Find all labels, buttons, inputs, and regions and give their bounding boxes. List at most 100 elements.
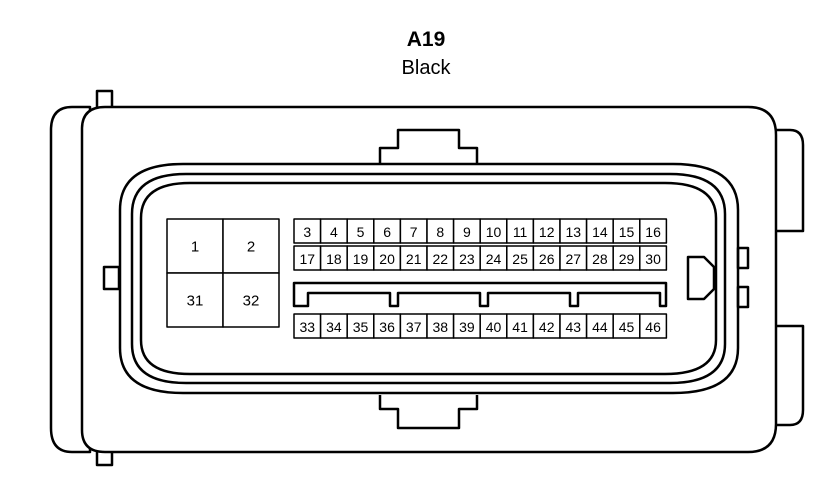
pin-number: 36 bbox=[379, 319, 395, 335]
right-nub-top bbox=[736, 246, 750, 270]
pin-18: 18 bbox=[319, 245, 348, 271]
pin-number: 20 bbox=[379, 251, 395, 267]
pin-cavity bbox=[166, 272, 224, 328]
pin-19: 19 bbox=[346, 245, 375, 271]
pin-13: 13 bbox=[559, 218, 588, 244]
pin-34: 34 bbox=[319, 313, 348, 339]
pin-number: 44 bbox=[592, 319, 608, 335]
pin-number: 38 bbox=[433, 319, 449, 335]
pin-number: 2 bbox=[247, 239, 255, 256]
pin-cavity bbox=[585, 245, 614, 271]
pin-number: 7 bbox=[410, 224, 418, 240]
pin-9: 9 bbox=[452, 218, 481, 244]
top-key bbox=[378, 128, 479, 163]
pin-cavity bbox=[559, 313, 588, 339]
pin-11: 11 bbox=[506, 218, 535, 244]
pin-39: 39 bbox=[452, 313, 481, 339]
pin-number: 33 bbox=[300, 319, 316, 335]
pin-26: 26 bbox=[532, 245, 561, 271]
pin-cavity bbox=[612, 245, 641, 271]
pin-number: 41 bbox=[512, 319, 528, 335]
pin-number: 25 bbox=[512, 251, 528, 267]
pin-cavity bbox=[426, 313, 455, 339]
pin-35: 35 bbox=[346, 313, 375, 339]
pin-number: 22 bbox=[433, 251, 449, 267]
pin-15: 15 bbox=[612, 218, 641, 244]
pin-cavity bbox=[559, 218, 588, 244]
pin-44: 44 bbox=[585, 313, 614, 339]
pin-cavity bbox=[293, 218, 322, 244]
pin-21: 21 bbox=[399, 245, 428, 271]
pin-number: 14 bbox=[592, 224, 608, 240]
pin-cavity bbox=[506, 245, 535, 271]
pin-number: 34 bbox=[326, 319, 342, 335]
pin-number: 37 bbox=[406, 319, 422, 335]
pin-cavity bbox=[559, 245, 588, 271]
pin-cavity bbox=[293, 245, 322, 271]
polarization-slot bbox=[686, 255, 716, 301]
pin-42: 42 bbox=[532, 313, 561, 339]
left-nub bbox=[102, 265, 121, 291]
pin-number: 28 bbox=[592, 251, 608, 267]
pin-number: 26 bbox=[539, 251, 555, 267]
pin-2: 2 bbox=[222, 218, 280, 274]
pin-number: 30 bbox=[645, 251, 661, 267]
pin-40: 40 bbox=[479, 313, 508, 339]
pin-45: 45 bbox=[612, 313, 641, 339]
pin-number: 5 bbox=[357, 224, 365, 240]
pin-cavity bbox=[373, 313, 402, 339]
pin-cavity bbox=[373, 245, 402, 271]
pin-number: 18 bbox=[326, 251, 342, 267]
pin-number: 10 bbox=[486, 224, 502, 240]
pin-5: 5 bbox=[346, 218, 375, 244]
pin-number: 3 bbox=[303, 224, 311, 240]
pin-38: 38 bbox=[426, 313, 455, 339]
pin-number: 43 bbox=[566, 319, 582, 335]
seal-inner bbox=[130, 172, 727, 385]
pin-20: 20 bbox=[373, 245, 402, 271]
pin-number: 29 bbox=[619, 251, 635, 267]
pin-32: 32 bbox=[222, 272, 280, 328]
pin-46: 46 bbox=[639, 313, 668, 339]
pin-number: 40 bbox=[486, 319, 502, 335]
pin-cavity bbox=[222, 272, 280, 328]
connector-id: A19 bbox=[406, 28, 446, 51]
pin-14: 14 bbox=[585, 218, 614, 244]
pin-cavity bbox=[639, 218, 668, 244]
pin-number: 1 bbox=[191, 239, 199, 256]
pin-1: 1 bbox=[166, 218, 224, 274]
pin-number: 42 bbox=[539, 319, 555, 335]
pin-cavity bbox=[426, 218, 455, 244]
pin-cavity bbox=[319, 313, 348, 339]
pin-22: 22 bbox=[426, 245, 455, 271]
pin-cavity bbox=[639, 313, 668, 339]
right-latch-bottom bbox=[775, 324, 805, 427]
pin-16: 16 bbox=[639, 218, 668, 244]
pin-cavity bbox=[452, 218, 481, 244]
pin-cavity bbox=[532, 245, 561, 271]
pin-17: 17 bbox=[293, 245, 322, 271]
pin-cavity bbox=[479, 245, 508, 271]
pin-number: 31 bbox=[187, 293, 204, 310]
pin-41: 41 bbox=[506, 313, 535, 339]
pin-number: 24 bbox=[486, 251, 502, 267]
pin-33: 33 bbox=[293, 313, 322, 339]
pin-8: 8 bbox=[426, 218, 455, 244]
pin-27: 27 bbox=[559, 245, 588, 271]
pin-cavity bbox=[479, 218, 508, 244]
pin-30: 30 bbox=[639, 245, 668, 271]
pin-number: 8 bbox=[436, 224, 444, 240]
pin-12: 12 bbox=[532, 218, 561, 244]
housing-body bbox=[80, 105, 778, 454]
pin-10: 10 bbox=[479, 218, 508, 244]
housing-left-rim bbox=[49, 105, 92, 454]
pin-6: 6 bbox=[373, 218, 402, 244]
pin-number: 4 bbox=[330, 224, 338, 240]
pin-cavity bbox=[426, 245, 455, 271]
pin-cavity bbox=[452, 245, 481, 271]
pin-cavity bbox=[506, 313, 535, 339]
pin-number: 9 bbox=[463, 224, 471, 240]
pin-25: 25 bbox=[506, 245, 535, 271]
right-nub-bottom bbox=[736, 285, 750, 309]
